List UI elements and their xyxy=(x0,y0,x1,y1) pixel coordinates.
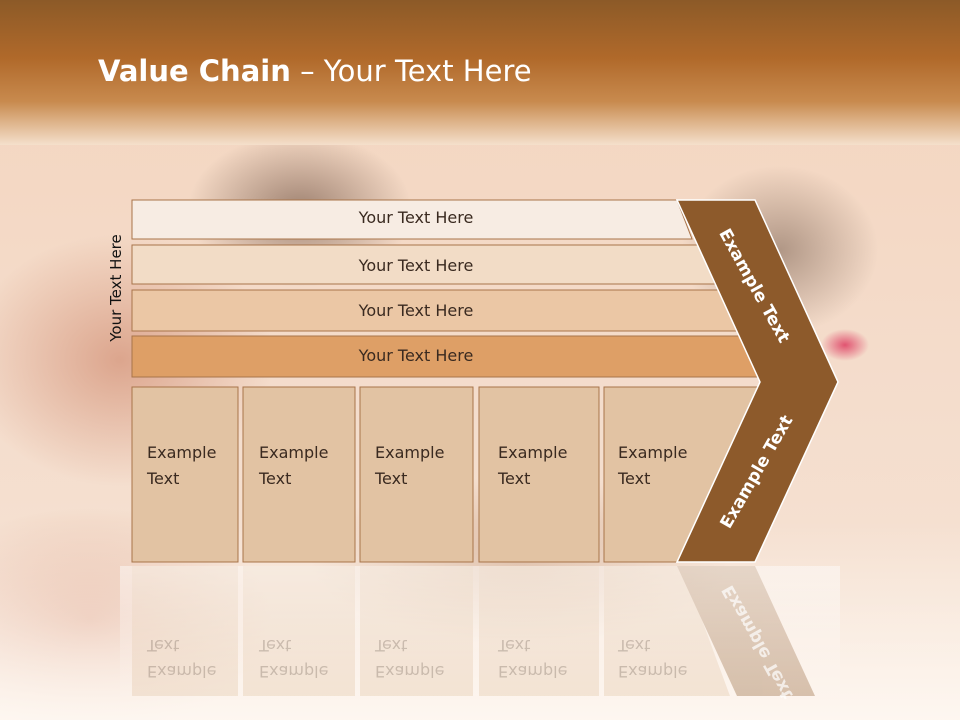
cell-3[interactable] xyxy=(359,386,474,563)
chevron-arrow[interactable] xyxy=(675,199,839,563)
slide-title-bold: Value Chain xyxy=(98,54,291,88)
cell-4[interactable] xyxy=(478,386,600,563)
cell-1[interactable] xyxy=(131,386,239,563)
slide-title[interactable]: Value Chain – Your Text Here xyxy=(98,54,532,88)
row-label-4: Your Text Here xyxy=(358,346,474,365)
reflection-fade xyxy=(120,566,840,706)
row-bar-1[interactable] xyxy=(131,199,693,240)
slide-title-rest: – Your Text Here xyxy=(290,54,532,88)
row-label-3: Your Text Here xyxy=(358,301,474,320)
row-label-2: Your Text Here xyxy=(358,256,474,275)
cell-2[interactable] xyxy=(242,386,356,563)
header-band xyxy=(0,0,960,145)
row-label-1: Your Text Here xyxy=(358,208,474,227)
